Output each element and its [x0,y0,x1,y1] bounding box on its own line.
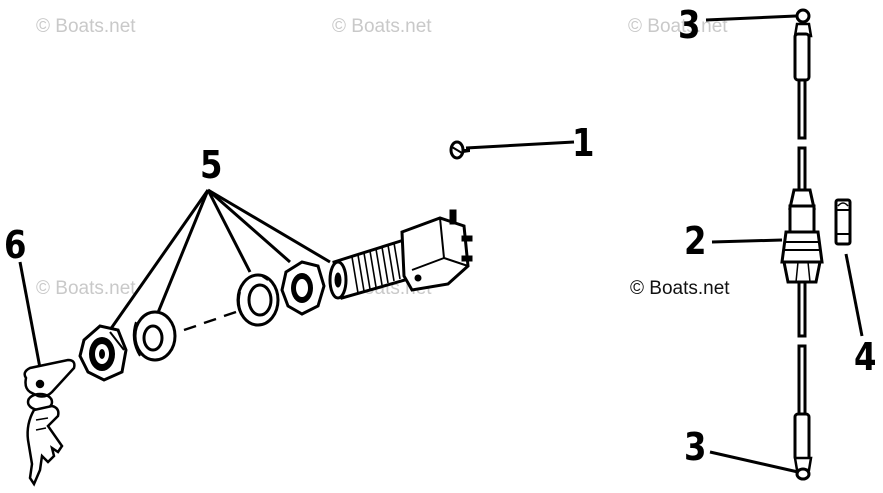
key-part-6 [23,358,76,487]
callout-1: 1 [571,121,595,165]
flat-washer [132,310,177,362]
callout-4: 4 [853,335,877,379]
leader-line-1 [465,140,575,150]
watermark: © Boats.net [628,16,728,37]
callout-3-top: 3 [677,3,701,47]
lock-washer [236,273,280,327]
leader-line-4 [844,253,864,337]
watermark: © Boats.net [36,278,136,299]
callout-5: 5 [199,143,223,187]
watermark: © Boats.net [332,16,432,37]
screw-part-1 [449,140,470,160]
ignition-switch [328,209,473,300]
watermark: © Boats.net [36,16,136,37]
leader-line-2 [711,238,783,244]
panel-nut [280,260,326,316]
fuse-holder-part-2 [780,188,824,284]
lead-wire-lower [797,280,807,418]
ring-terminal-top [793,8,813,82]
leader-line-3-bottom [709,450,799,474]
leader-lines-5 [108,188,331,331]
assembly-axis [183,310,237,332]
leader-line-3-top [705,14,797,22]
copyright-label: © Boats.net [630,278,730,299]
callout-3-bottom: 3 [683,425,707,469]
hex-nut [78,324,128,382]
lead-wire-upper [797,78,807,192]
leader-line-6 [18,261,42,369]
fuse-part-4 [834,198,852,246]
callout-2: 2 [683,219,707,263]
ring-terminal-bottom [793,412,813,481]
callout-6: 6 [3,223,27,267]
